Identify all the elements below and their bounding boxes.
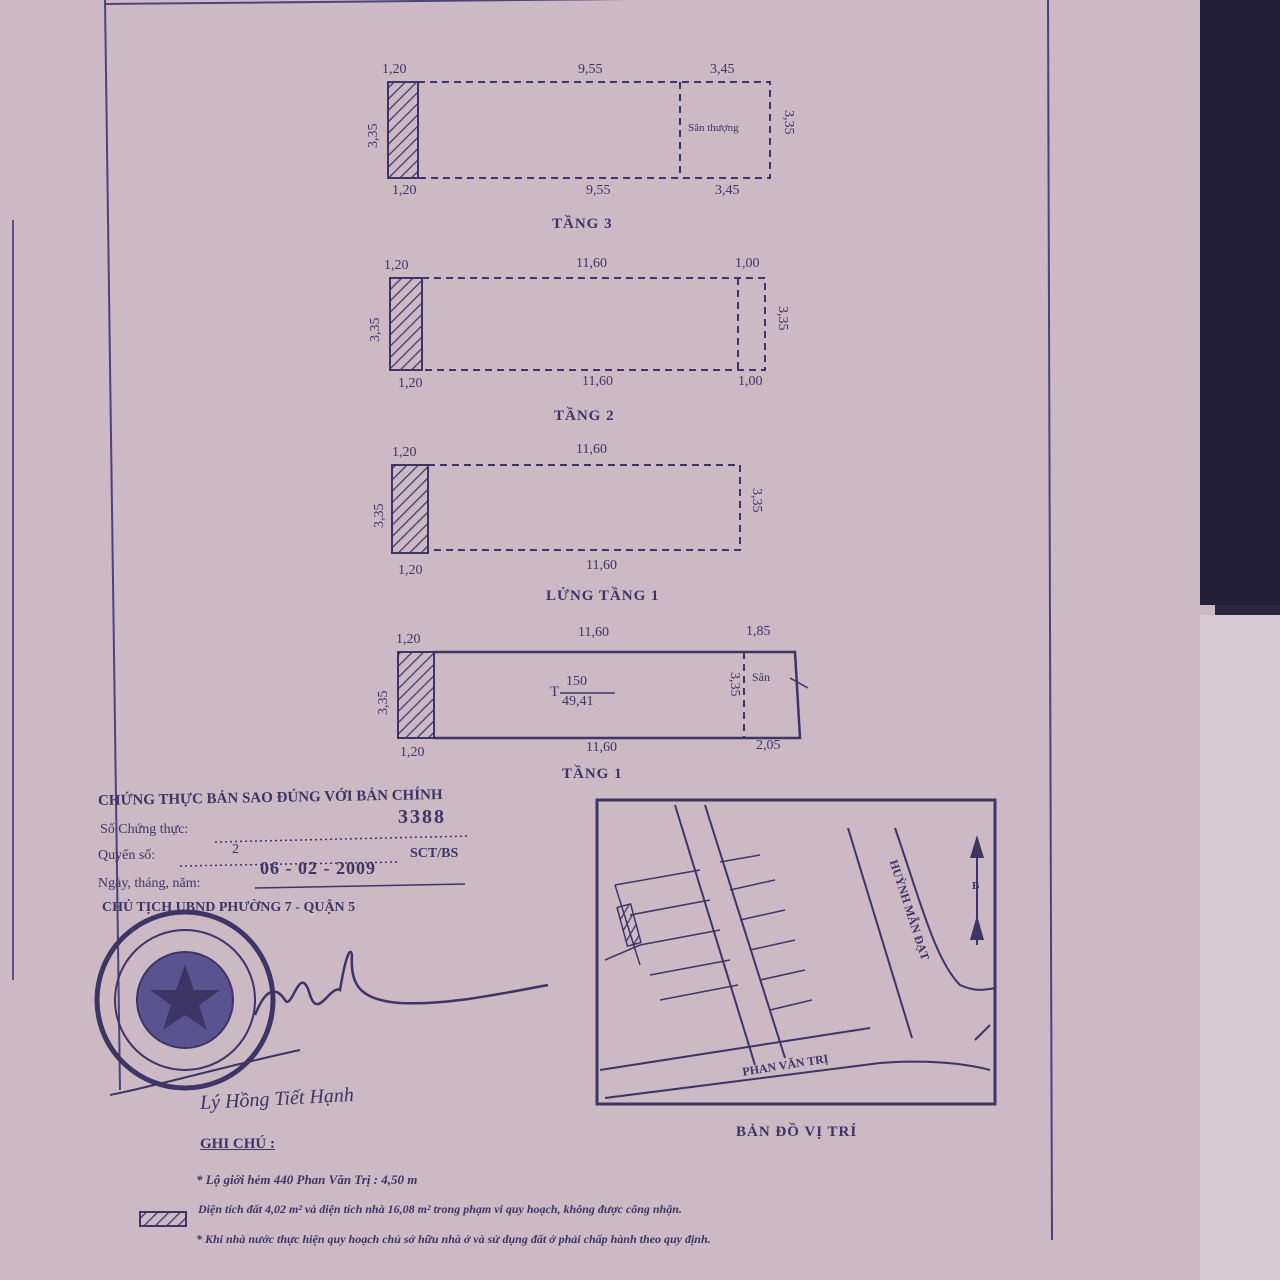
cert-book-label: Quyển số: [98, 848, 156, 863]
adjacent-paper [1200, 615, 1280, 1280]
code-prefix: T [550, 684, 560, 700]
cert-book-suffix: SCT/BS [410, 846, 459, 861]
note-line-3: * Khi nhà nước thực hiện quy hoạch chủ s… [196, 1232, 711, 1246]
tang3-top-left: 1,20 [382, 62, 407, 77]
cert-date-label: Ngày, tháng, năm: [98, 876, 201, 891]
tang1-top-right: 1,85 [746, 624, 771, 639]
tang1-top-mid: 11,60 [578, 625, 609, 640]
lung-right-side: 3,35 [749, 488, 764, 513]
tang1-bottom-right: 2,05 [756, 738, 781, 753]
tang1-bottom-left: 1,20 [400, 745, 425, 760]
note-line-1: * Lộ giới hẻm 440 Phan Văn Trị : 4,50 m [196, 1172, 418, 1187]
tang3-left-side: 3,35 [366, 123, 381, 149]
signature [109, 950, 549, 1096]
tang1-right-side: 3,35 [727, 672, 742, 697]
tang2-top-left: 1,20 [384, 258, 409, 273]
tang2-bottom-right: 1,00 [738, 374, 763, 389]
tang3-bottom-left: 1,20 [392, 183, 417, 198]
notes-heading: GHI CHÚ : [200, 1136, 275, 1152]
document-page [0, 0, 1215, 1280]
north-label: B [972, 880, 980, 892]
tang1-title: TẦNG 1 [562, 766, 623, 782]
cert-underlines [179, 835, 471, 889]
tang2-right-side: 3,35 [775, 306, 790, 331]
cert-authority: CHỦ TỊCH UBND PHƯỜNG 7 - QUẬN 5 [102, 900, 356, 915]
left-page-edge [0, 220, 14, 980]
plan-lung-tang1 [391, 464, 741, 554]
cert-number-label: Số Chứng thực: [100, 822, 189, 837]
tang1-left-side: 3,35 [376, 690, 391, 716]
floor-plan-drawing [94, 0, 1053, 1241]
yard-label: Sân [752, 670, 770, 684]
lung-left-side: 3,35 [372, 503, 387, 529]
tang3-title: TẦNG 3 [552, 216, 613, 232]
cert-book-value: 2 [232, 842, 239, 857]
tang3-bottom-right: 3,45 [715, 183, 740, 198]
tang3-bottom-mid: 9,55 [586, 183, 611, 198]
cert-number-value: 3388 [398, 806, 446, 828]
tang2-top-mid: 11,60 [576, 256, 607, 271]
tang2-bottom-left: 1,20 [398, 376, 423, 391]
hatch-legend-swatch [139, 1211, 187, 1227]
lung-bottom-left: 1,20 [398, 563, 423, 578]
location-map [595, 798, 997, 1106]
lung-bottom-mid: 11,60 [586, 558, 617, 573]
plan-tang1 [397, 650, 809, 740]
note-line-2: Diện tích đất 4,02 m² và diện tích nhà 1… [198, 1202, 682, 1216]
tang3-top-mid: 9,55 [578, 62, 603, 77]
lung-tang1-title: LỬNG TẦNG 1 [546, 588, 660, 604]
official-seal [94, 909, 276, 1091]
cert-date-value: 06 - 02 - 2009 [260, 858, 376, 878]
tang1-bottom-mid: 11,60 [586, 740, 617, 755]
tang2-bottom-mid: 11,60 [582, 374, 613, 389]
tang1-top-left: 1,20 [396, 632, 421, 647]
lung-top-left: 1,20 [392, 445, 417, 460]
tang2-top-right: 1,00 [735, 256, 760, 271]
plan-tang2 [389, 277, 766, 371]
code-den: 49,41 [562, 694, 594, 709]
code-num: 150 [566, 674, 587, 689]
tang3-top-right: 3,45 [710, 62, 735, 77]
tang3-right-side: 3,35 [781, 110, 796, 135]
map-title: BẢN ĐỒ VỊ TRÍ [736, 1124, 858, 1140]
plan-tang3 [387, 81, 771, 179]
tang2-title: TẦNG 2 [554, 408, 615, 424]
terrace-label: Sân thượng [688, 122, 739, 134]
background-dark [1200, 0, 1280, 605]
tang2-left-side: 3,35 [368, 317, 383, 343]
lung-top-mid: 11,60 [576, 442, 607, 457]
